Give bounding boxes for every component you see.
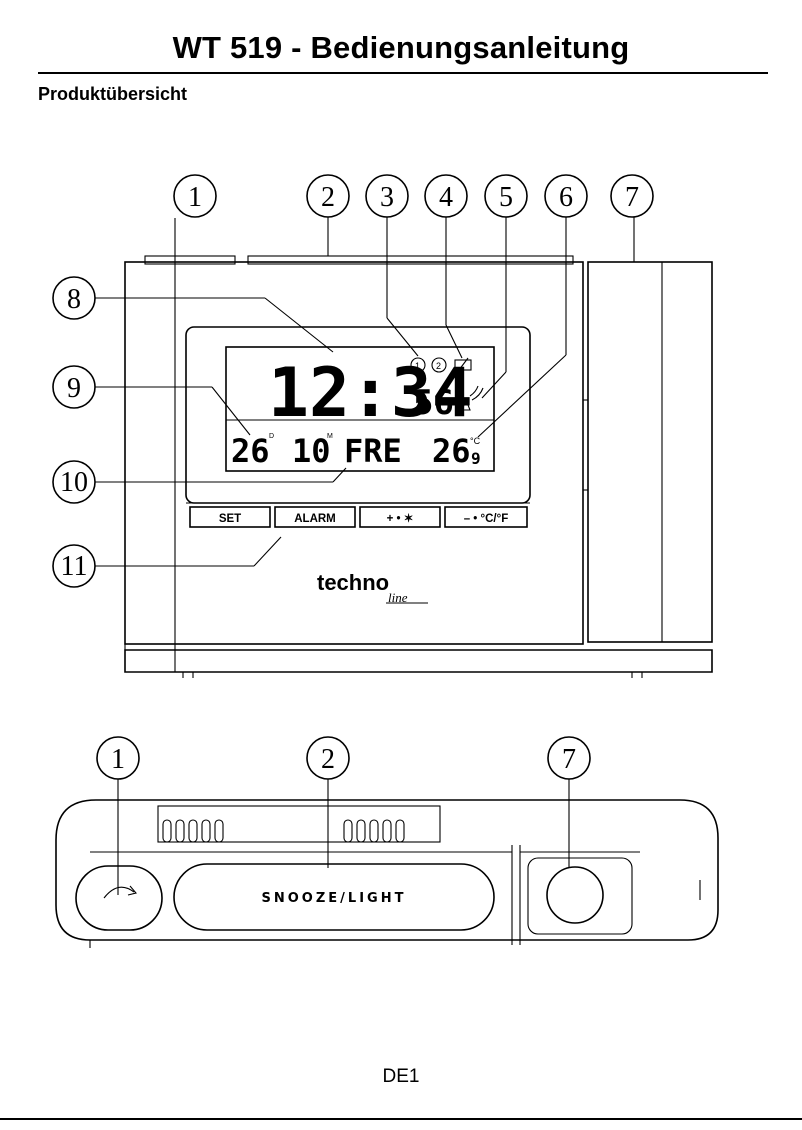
top-view-outline <box>55 799 719 941</box>
temperature-unit: °C <box>470 436 481 446</box>
vents-right <box>343 819 405 843</box>
clock-body <box>124 261 584 645</box>
alarm2-icon <box>431 357 447 373</box>
svg-text:5: 5 <box>499 182 513 213</box>
callout-5: 5 <box>484 174 528 218</box>
section-heading: Produktübersicht <box>38 84 188 104</box>
title-rule <box>38 72 768 74</box>
projector-lens-housing <box>527 857 633 935</box>
lcd-screen <box>225 346 495 472</box>
callout-6: 6 <box>544 174 588 218</box>
projector-lens[interactable] <box>546 866 604 924</box>
page-title: WT 519 - Bedienungsanleitung <box>172 30 630 65</box>
svg-text:2: 2 <box>436 361 441 371</box>
svg-text:D: D <box>269 433 274 440</box>
callout-top-2: 2 <box>306 736 350 780</box>
svg-text:2: 2 <box>321 182 335 213</box>
svg-text:3: 3 <box>380 182 394 213</box>
temperature-readout: 26 <box>432 432 471 470</box>
radio-signal-icon <box>461 398 471 411</box>
month-readout: 10 <box>292 432 331 470</box>
brand-logo-script: line <box>388 590 408 605</box>
svg-text:SET: SET <box>219 513 241 525</box>
callout-9: 9 <box>52 365 96 409</box>
callout-8: 8 <box>52 276 96 320</box>
svg-text:M: M <box>327 433 333 440</box>
rotate-arrow-icon <box>103 886 135 899</box>
svg-text:4: 4 <box>439 182 453 213</box>
svg-text:ALARM: ALARM <box>294 513 336 525</box>
callout-1: 1 <box>173 174 217 218</box>
svg-text:6: 6 <box>559 182 573 213</box>
callout-top-1: 1 <box>96 736 140 780</box>
svg-text:9: 9 <box>67 373 81 404</box>
svg-text:1: 1 <box>111 744 125 775</box>
set-button[interactable] <box>189 506 271 528</box>
projector-arm <box>587 261 713 643</box>
weekday-readout: FRE <box>344 432 402 470</box>
footer-rule <box>0 1118 802 1120</box>
alarm1-icon <box>410 357 426 373</box>
svg-text:8: 8 <box>67 284 81 315</box>
projection-rotate-button[interactable] <box>75 865 163 931</box>
svg-text:– • °C/°F: – • °C/°F <box>464 513 509 525</box>
seconds-readout: 56 <box>413 383 454 423</box>
callout-4: 4 <box>424 174 468 218</box>
svg-text:11: 11 <box>61 551 88 582</box>
svg-text:1: 1 <box>415 361 420 371</box>
vents-left <box>162 819 224 843</box>
time-readout: 12:34 <box>268 354 473 433</box>
callout-top-7: 7 <box>547 736 591 780</box>
svg-text:7: 7 <box>625 182 639 213</box>
callout-7: 7 <box>610 174 654 218</box>
callout-2: 2 <box>306 174 350 218</box>
minus-unit-button[interactable] <box>444 506 528 528</box>
svg-text:10: 10 <box>60 467 88 498</box>
top-button-1-front <box>144 255 236 265</box>
svg-text:2: 2 <box>321 744 335 775</box>
brand-logo: techno <box>317 570 389 595</box>
callout-10: 10 <box>52 460 96 504</box>
plus-button[interactable] <box>359 506 441 528</box>
battery-icon <box>454 359 472 371</box>
alarm-button[interactable] <box>274 506 356 528</box>
svg-text:SNOOZE/LIGHT: SNOOZE/LIGHT <box>262 891 407 906</box>
svg-text:+ • ✶: + • ✶ <box>387 513 414 525</box>
clock-base <box>124 649 713 673</box>
snooze-light-button[interactable] <box>173 863 495 931</box>
callout-3: 3 <box>365 174 409 218</box>
page-number: DE1 <box>382 1066 420 1087</box>
day-readout: 26 <box>231 432 270 470</box>
svg-text:1: 1 <box>188 182 202 213</box>
svg-text:9: 9 <box>471 449 481 468</box>
top-vent-frame <box>157 805 441 843</box>
callout-11: 11 <box>52 544 96 588</box>
svg-text:7: 7 <box>562 744 576 775</box>
top-button-2-front <box>247 255 574 265</box>
